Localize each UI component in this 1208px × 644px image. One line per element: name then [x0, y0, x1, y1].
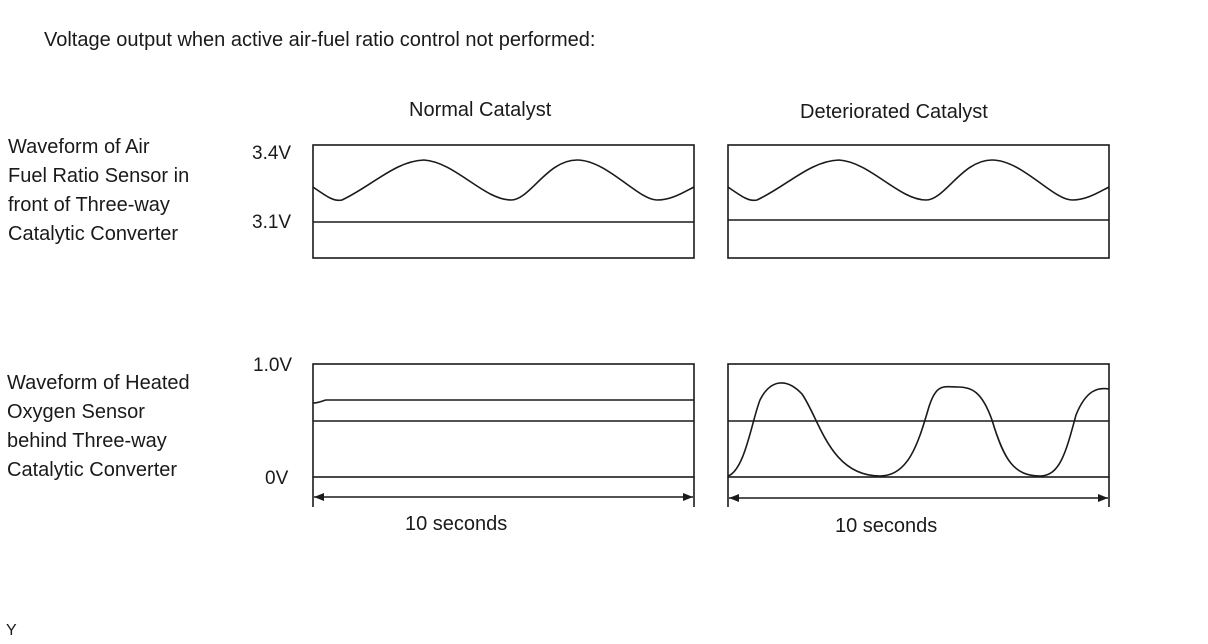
duration-label-deteriorated: 10 seconds [835, 515, 938, 537]
y-label-3-1v: 3.1V [252, 212, 292, 233]
y-label-0v: 0V [265, 468, 289, 489]
figure-code: Y [6, 622, 17, 639]
panel-afr-deteriorated [727, 144, 1110, 259]
row-label-line: Oxygen Sensor [7, 401, 145, 423]
panel-afr-normal [312, 144, 695, 259]
waveform-ho2-normal [312, 399, 694, 404]
row-label-line: behind Three-way [7, 430, 167, 452]
row-label-heated-oxygen-sensor: Waveform of Heated Oxygen Sensor behind … [7, 369, 190, 485]
row-label-air-fuel-ratio-sensor: Waveform of Air Fuel Ratio Sensor in fro… [8, 133, 189, 249]
row-label-line: Waveform of Air [8, 136, 150, 158]
waveform-ho2-deteriorated [727, 382, 1110, 477]
y-label-3-4v: 3.4V [252, 143, 292, 164]
row-label-line: Catalytic Converter [7, 459, 178, 481]
column-title-normal-catalyst: Normal Catalyst [409, 99, 552, 121]
duration-label-normal: 10 seconds [405, 513, 508, 535]
column-title-deteriorated-catalyst: Deteriorated Catalyst [800, 101, 988, 123]
diagram-title: Voltage output when active air-fuel rati… [44, 29, 596, 51]
row-label-line: Waveform of Heated [7, 372, 190, 394]
waveform-afr-normal [312, 159, 695, 202]
row-label-line: Catalytic Converter [8, 223, 179, 245]
y-label-1-0v: 1.0V [253, 355, 293, 376]
row-label-line: Fuel Ratio Sensor in [8, 165, 190, 187]
row-label-line: front of Three-way [8, 194, 170, 216]
waveform-afr-deteriorated [727, 159, 1110, 202]
